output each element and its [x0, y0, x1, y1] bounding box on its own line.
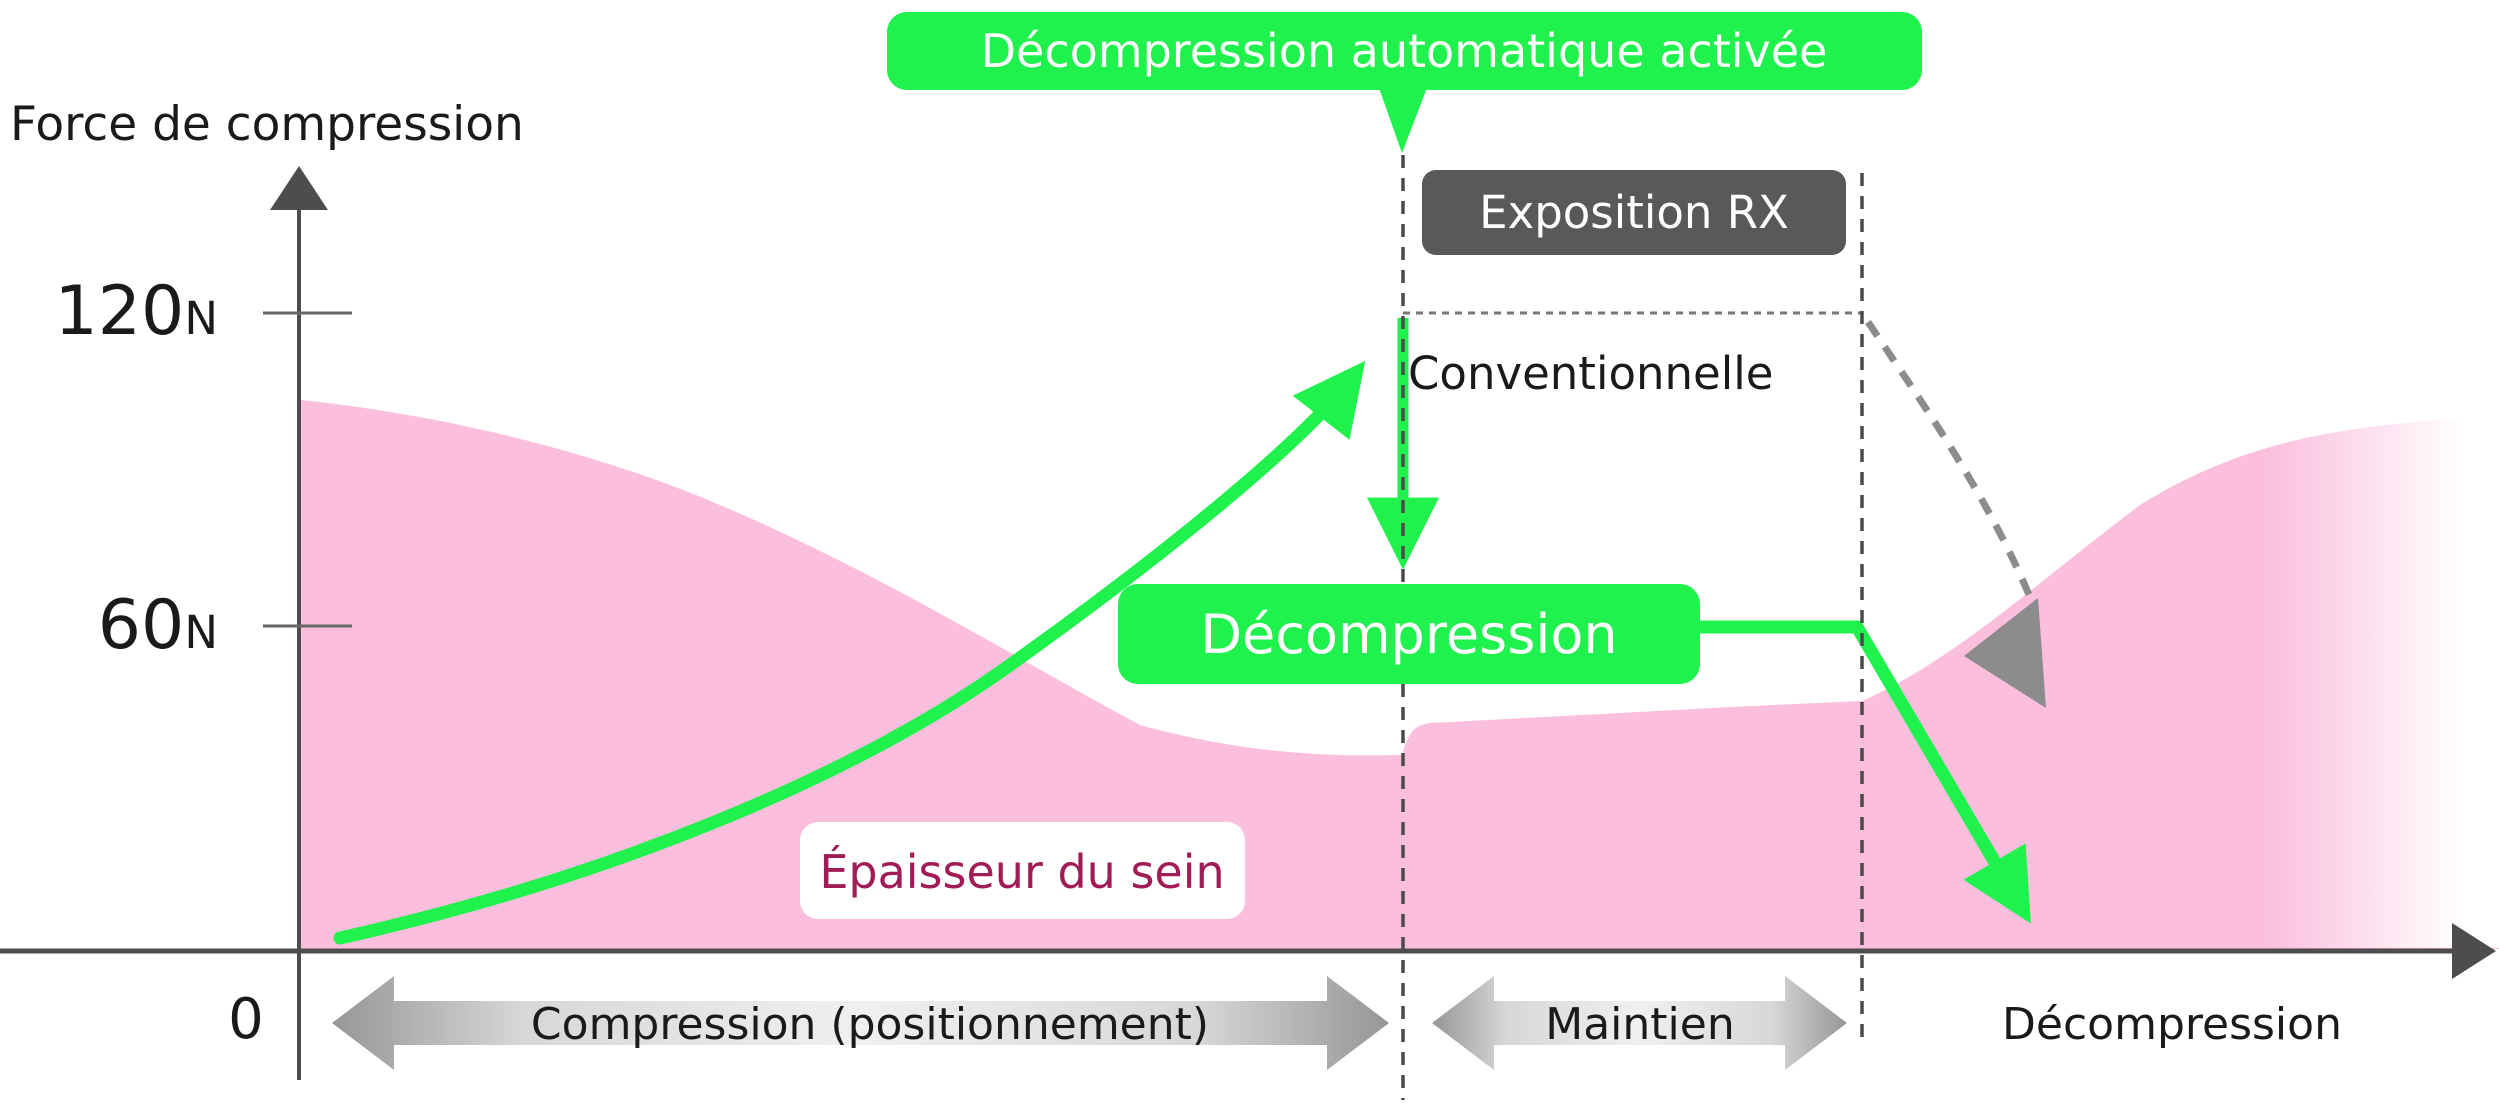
phase-label-hold: Maintien — [1545, 999, 1734, 1050]
label-60n: 60N — [98, 586, 218, 665]
force-curve-rise — [333, 360, 1366, 945]
x-axis-arrow-icon — [2452, 923, 2496, 979]
breast-thickness-area — [300, 400, 2499, 949]
conventional-arrowhead-icon — [1964, 598, 2046, 708]
thickness-label: Épaisseur du sein — [819, 845, 1224, 899]
phase-label-compression: Compression (positionnement) — [531, 999, 1209, 1050]
decompression-callout-label: Décompression — [1200, 603, 1617, 666]
conventional-dashed-arrow — [1865, 320, 2040, 614]
exposure-box: Exposition RX — [1422, 170, 1846, 255]
decompression-callout: Décompression — [1118, 584, 1700, 684]
force-axis-title: Force de compression — [10, 97, 524, 152]
conventional-label: Conventionnelle — [1408, 347, 1773, 400]
decompression-connector-arrow — [1700, 620, 2031, 924]
banner-label: Décompression automatique activée — [981, 24, 1828, 78]
label-origin: 0 — [228, 987, 264, 1052]
y-axis-arrow-icon — [270, 166, 328, 210]
thickness-fade-gradient — [2265, 240, 2499, 948]
phase-arrow-hold — [1432, 976, 1847, 1070]
thickness-label-box: Épaisseur du sein — [800, 822, 1245, 919]
phase-arrow-compression — [332, 976, 1389, 1070]
banner-tail-icon — [1379, 88, 1427, 153]
auto-decompression-banner: Décompression automatique activée — [887, 12, 1922, 153]
exposure-label: Exposition RX — [1479, 186, 1789, 239]
label-120n: 120N — [55, 272, 218, 351]
phase-label-release: Décompression — [2002, 999, 2342, 1050]
